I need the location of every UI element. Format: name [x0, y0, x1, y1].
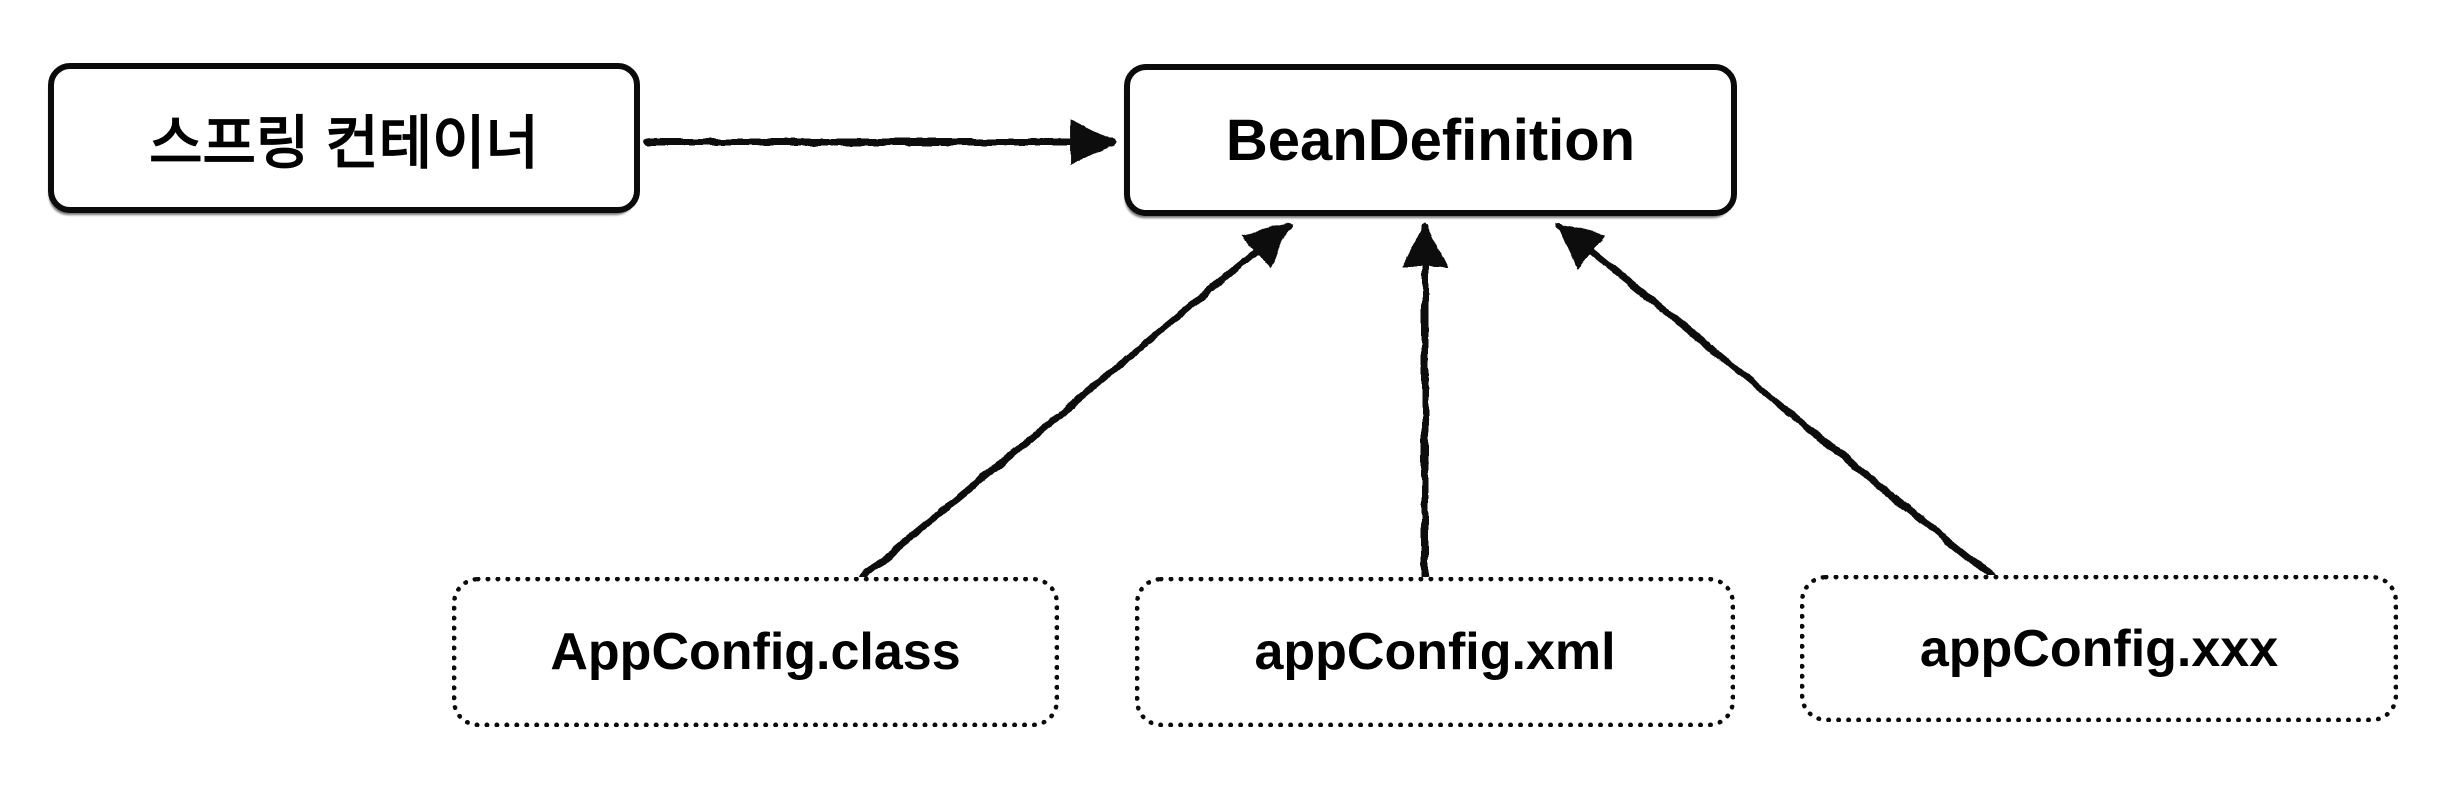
arrow-appconfig-xxx-to-beandefinition	[1556, 222, 1996, 581]
appconfig-xxx-box: appConfig.xxx	[1800, 575, 2398, 722]
spring-container-box: 스프링 컨테이너	[48, 63, 640, 213]
appconfig-class-box: AppConfig.class	[452, 577, 1059, 727]
appconfig-xml-label: appConfig.xml	[1254, 623, 1616, 681]
appconfig-xml-box: appConfig.xml	[1135, 577, 1735, 727]
arrow-appconfig-class-to-beandefinition	[858, 222, 1292, 581]
spring-container-label: 스프링 컨테이너	[149, 111, 539, 176]
bean-definition-box: BeanDefinition	[1124, 64, 1737, 216]
appconfig-class-label: AppConfig.class	[550, 623, 961, 681]
appconfig-xxx-label: appConfig.xxx	[1919, 619, 2279, 678]
bean-definition-label: BeanDefinition	[1225, 107, 1636, 173]
